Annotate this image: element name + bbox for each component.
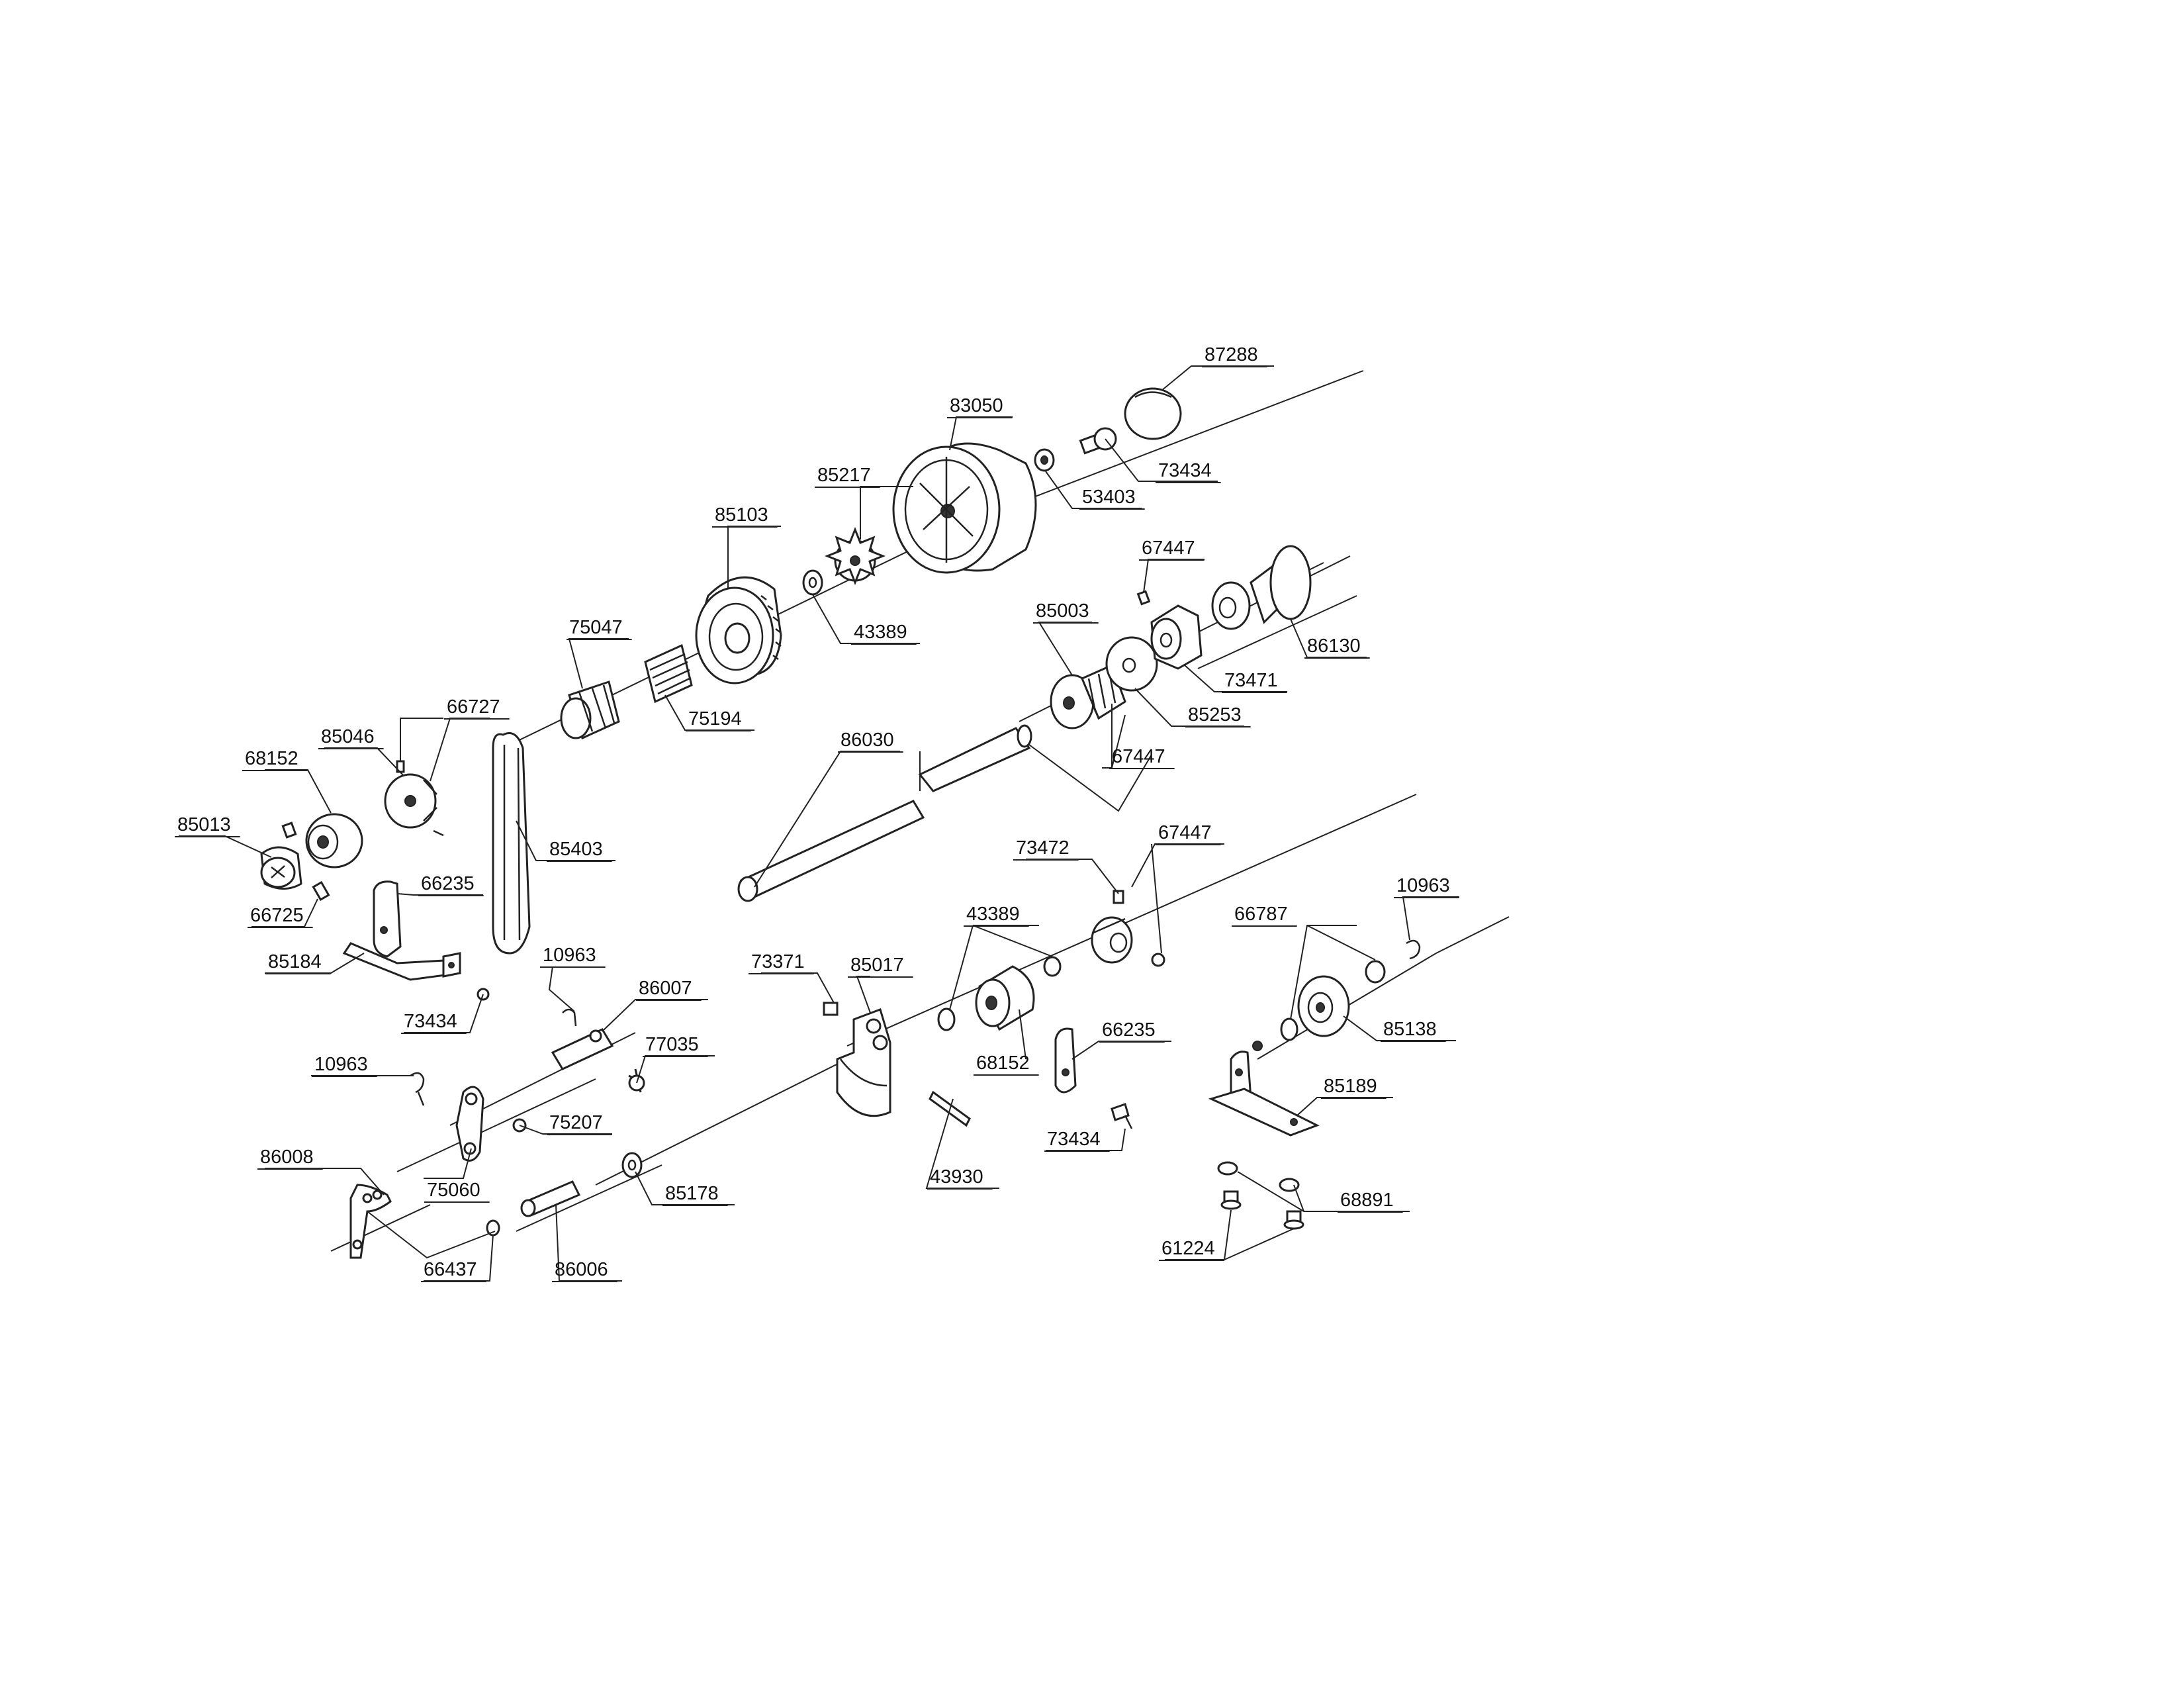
part-label-85103: 85103	[715, 504, 768, 526]
part-label-73371: 73371	[751, 951, 805, 972]
part-label-85013: 85013	[177, 814, 231, 835]
part-label-43389: 43389	[854, 622, 907, 643]
part-label-66787: 66787	[1234, 904, 1288, 925]
part-label-73472: 73472	[1016, 837, 1069, 859]
main-drum	[892, 442, 1037, 574]
part-label-43930: 43930	[930, 1166, 983, 1188]
part-label-85253: 85253	[1188, 704, 1242, 726]
set-collar	[1091, 890, 1165, 967]
part-label-66235-middle: 66235	[1102, 1019, 1156, 1041]
pulley-middle	[975, 965, 1035, 1031]
part-label-67447-mid: 67447	[1112, 746, 1165, 767]
spool	[1211, 545, 1312, 630]
part-label-53403: 53403	[1082, 487, 1136, 508]
part-label-67447: 67447	[1142, 538, 1195, 559]
part-label-68152: 68152	[245, 748, 298, 769]
bracket-right	[1208, 1051, 1320, 1230]
leader-lines	[179, 365, 1459, 1282]
plate-middle	[1054, 1027, 1133, 1129]
part-label-75060: 75060	[427, 1180, 480, 1201]
shift-shaft	[551, 1008, 645, 1093]
part-label-85138: 85138	[1383, 1019, 1437, 1040]
flat-disc	[1105, 636, 1158, 692]
part-label-77035: 77035	[645, 1034, 699, 1055]
part-label-66437: 66437	[424, 1259, 477, 1280]
part-label-75207: 75207	[549, 1112, 603, 1133]
part-label-68891: 68891	[1340, 1190, 1394, 1211]
part-label-85217: 85217	[817, 465, 871, 486]
part-label-87288: 87288	[1205, 344, 1258, 365]
part-label-66725: 66725	[250, 905, 304, 926]
part-label-61224: 61224	[1161, 1238, 1215, 1259]
part-label-86130: 86130	[1307, 635, 1361, 657]
star-pinion	[824, 526, 886, 586]
part-label-85403: 85403	[549, 839, 603, 860]
washers-middle	[937, 956, 1062, 1031]
mounting-block	[823, 1002, 891, 1117]
part-label-85189: 85189	[1324, 1076, 1377, 1097]
part-label-73471: 73471	[1224, 670, 1278, 691]
end-cover	[1124, 387, 1182, 440]
part-label-66727: 66727	[447, 696, 500, 718]
part-label-83050: 83050	[950, 395, 1003, 416]
part-labels: 87288 83050 73434 53403 85217 85103 4338…	[175, 344, 1459, 1282]
part-label-86006: 86006	[555, 1259, 608, 1280]
cam-block	[1136, 590, 1203, 670]
part-label-86008: 86008	[260, 1147, 314, 1168]
part-label-10963-right: 10963	[1396, 875, 1450, 896]
large-gear	[695, 576, 782, 684]
part-label-73434-left: 73434	[404, 1011, 457, 1032]
collar	[260, 821, 330, 902]
right-pulley-group	[1252, 939, 1421, 1051]
pin-assembly	[486, 1152, 643, 1237]
part-label-86007: 86007	[639, 978, 692, 999]
gear-hub	[560, 680, 620, 740]
clip-left	[410, 1072, 425, 1106]
part-label-10963-lower: 10963	[314, 1054, 368, 1075]
part-label-85003: 85003	[1036, 600, 1089, 622]
part-label-85178: 85178	[665, 1183, 719, 1204]
bracket-left	[342, 880, 490, 1001]
part-label-75194: 75194	[688, 708, 742, 729]
part-label-85046: 85046	[321, 726, 375, 747]
part-label-75047: 75047	[569, 617, 623, 638]
part-label-10963-left: 10963	[543, 945, 596, 966]
pulley-left	[305, 813, 363, 868]
shift-lever	[349, 1184, 392, 1259]
coil-spring	[644, 643, 693, 704]
main-tube	[737, 724, 1032, 902]
part-label-85017: 85017	[850, 955, 904, 976]
lever-arm	[455, 1086, 527, 1162]
washer-top	[802, 569, 823, 596]
bolt-and-washer-top	[1034, 427, 1117, 472]
part-label-85184: 85184	[268, 951, 322, 972]
small-pulley	[384, 760, 444, 837]
drive-belt	[492, 732, 531, 955]
part-label-73434-middle: 73434	[1047, 1129, 1101, 1150]
part-label-73434: 73434	[1158, 460, 1212, 481]
part-label-68152-middle: 68152	[976, 1053, 1030, 1074]
part-label-86030: 86030	[841, 729, 894, 751]
part-label-67447-collar: 67447	[1158, 822, 1212, 843]
part-label-66235: 66235	[421, 873, 475, 894]
part-label-43389-middle: 43389	[966, 904, 1020, 925]
